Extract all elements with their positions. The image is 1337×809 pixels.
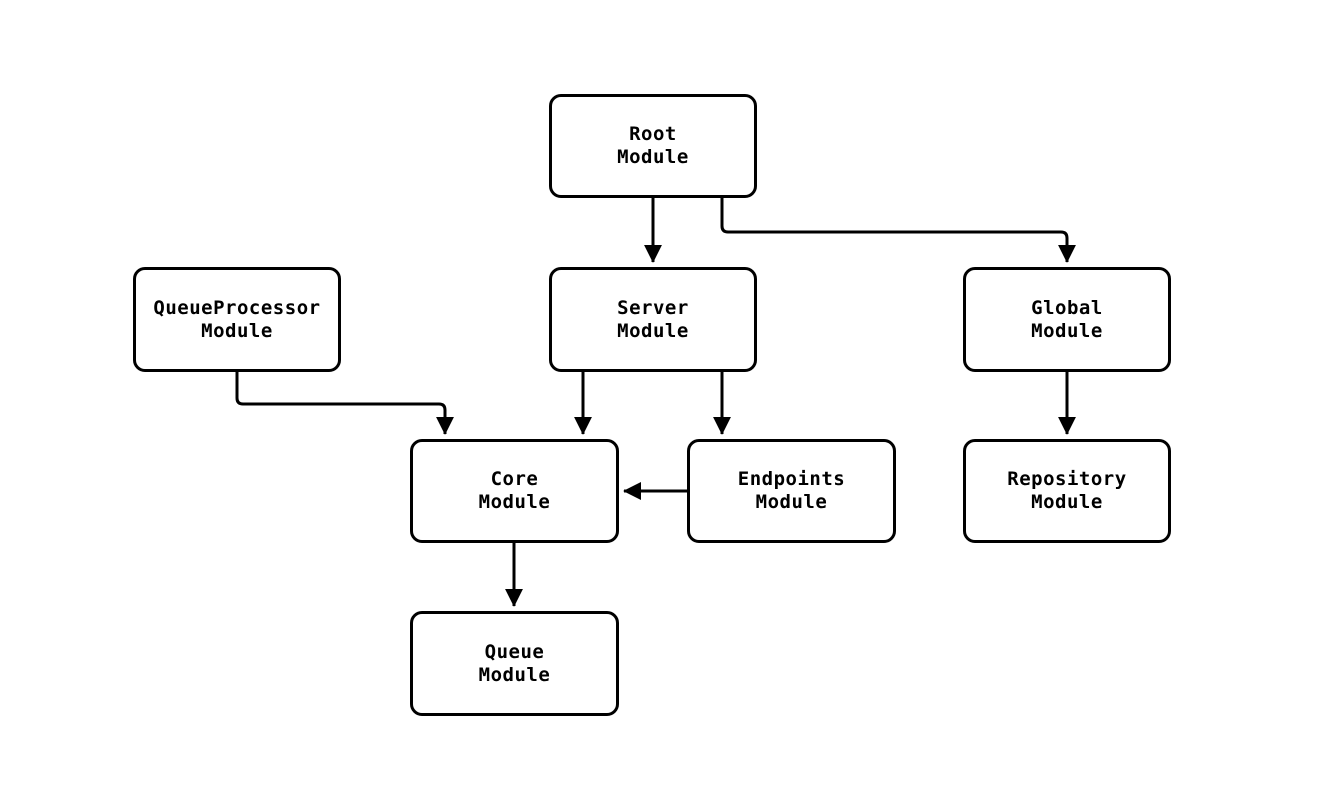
- edge-root-to-global: [720, 198, 1076, 263]
- node-label-line: Server: [617, 296, 689, 319]
- node-queue-module: Queue Module: [410, 611, 619, 716]
- node-endpoints-module: Endpoints Module: [687, 439, 896, 543]
- node-label-line: Global: [1031, 296, 1103, 319]
- node-label-line: Module: [1031, 491, 1103, 513]
- node-label-line: QueueProcessor: [153, 296, 321, 319]
- node-server-module: Server Module: [549, 267, 757, 372]
- node-label-line: Module: [478, 663, 551, 686]
- node-queueprocessor-module: QueueProcessor Module: [133, 267, 341, 372]
- node-core-module: Core Module: [410, 439, 619, 543]
- node-label-line: Core: [490, 468, 539, 490]
- node-root-module: Root Module: [549, 94, 757, 198]
- node-label-line: Module: [1031, 319, 1103, 342]
- edge-queueprocessor-to-core: [235, 372, 454, 435]
- node-label-line: Module: [617, 319, 689, 342]
- node-repository-module: Repository Module: [963, 439, 1171, 543]
- node-label-line: Module: [755, 491, 828, 513]
- node-label-line: Module: [478, 491, 551, 513]
- node-label-line: Endpoints: [737, 468, 846, 490]
- node-label-line: Repository: [1007, 468, 1127, 490]
- node-label-line: Root: [629, 123, 677, 145]
- node-label-line: Module: [617, 146, 689, 168]
- node-label-line: Module: [201, 319, 273, 342]
- node-global-module: Global Module: [963, 267, 1171, 372]
- node-label-line: Queue: [484, 640, 545, 663]
